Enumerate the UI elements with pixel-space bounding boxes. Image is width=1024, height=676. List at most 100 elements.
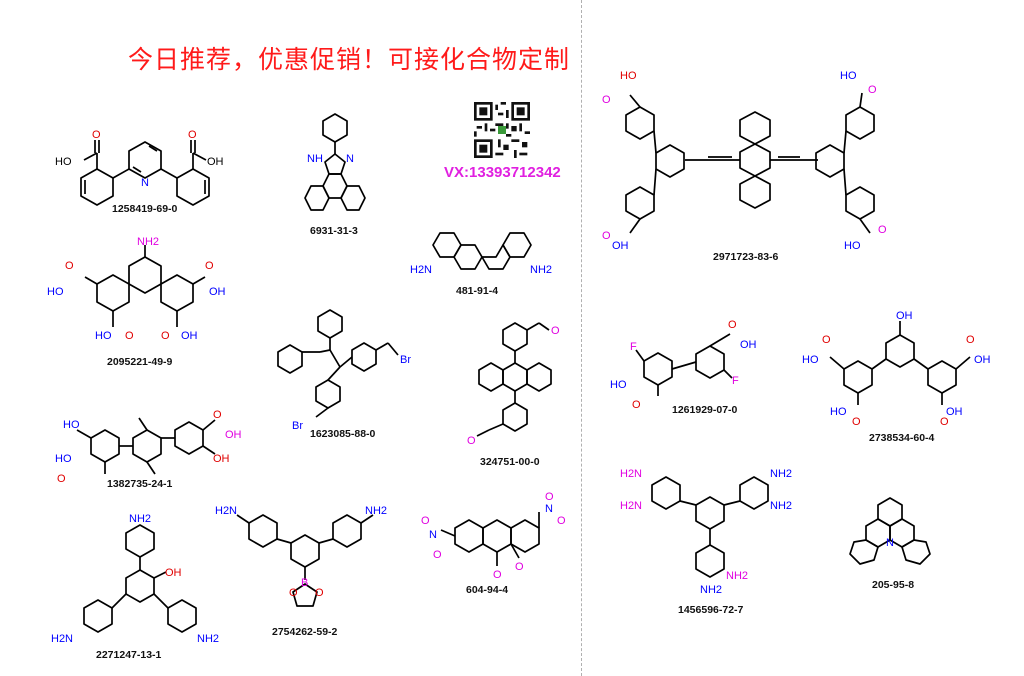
svg-text:O: O (65, 260, 74, 272)
svg-text:O: O (467, 435, 476, 447)
svg-text:Br: Br (400, 354, 411, 366)
svg-text:O: O (493, 569, 502, 581)
molecule-1623085-88-0: Br Br (277, 309, 411, 432)
cas-label: 1456596-72-7 (678, 604, 744, 616)
svg-text:H2N: H2N (410, 264, 432, 276)
cas-label: 1258419-69-0 (112, 203, 178, 215)
svg-text:O: O (515, 561, 524, 573)
molecule-1258419-69-0: O O HO OH N (55, 129, 224, 206)
cas-label: 481-91-4 (456, 285, 499, 297)
svg-text:O: O (632, 399, 641, 411)
qr-code-image (474, 102, 530, 158)
cas-label: 2754262-59-2 (272, 626, 338, 638)
svg-text:O: O (421, 515, 430, 527)
svg-text:H2N: H2N (620, 468, 642, 480)
svg-text:O: O (433, 549, 442, 561)
molecule-2754262-59-2: H2N NH2 B O O (215, 505, 387, 607)
svg-text:O: O (545, 491, 554, 503)
contact-wechat: VX:13393712342 (444, 164, 561, 181)
svg-text:HO: HO (802, 354, 819, 366)
svg-text:OH: OH (974, 354, 991, 366)
svg-text:O: O (289, 587, 298, 599)
svg-text:NH2: NH2 (700, 584, 722, 596)
molecule-324751-00-0: O O (467, 322, 560, 447)
cas-label: 2971723-83-6 (713, 251, 779, 263)
svg-text:HO: HO (620, 70, 637, 82)
molecule-481-91-4: H2N NH2 (410, 232, 552, 276)
svg-text:O: O (557, 515, 566, 527)
svg-text:NH: NH (307, 153, 323, 165)
svg-text:F: F (732, 375, 739, 387)
svg-text:NH2: NH2 (726, 570, 748, 582)
cas-label: 324751-00-0 (480, 456, 540, 468)
svg-text:OH: OH (896, 310, 913, 322)
promo-headline: 今日推荐，优惠促销！可接化合物定制 (128, 45, 571, 74)
svg-text:OH: OH (209, 286, 226, 298)
molecule-6931-31-3: NH N (304, 113, 366, 211)
cas-label: 1382735-24-1 (107, 478, 173, 490)
svg-text:F: F (630, 341, 637, 353)
svg-text:OH: OH (181, 330, 198, 342)
svg-text:O: O (92, 129, 101, 141)
svg-text:H2N: H2N (215, 505, 237, 517)
svg-text:NH2: NH2 (365, 505, 387, 517)
svg-text:O: O (161, 330, 170, 342)
svg-text:O: O (728, 319, 737, 331)
cas-label: 1261929-07-0 (672, 404, 738, 416)
svg-text:HO: HO (610, 379, 627, 391)
svg-text:N: N (545, 503, 553, 515)
svg-text:HO: HO (95, 330, 112, 342)
svg-text:O: O (57, 473, 66, 485)
page-divider (581, 0, 582, 676)
svg-text:NH2: NH2 (770, 468, 792, 480)
molecule-2971723-83-6: HO O HO O O OH O HO (602, 70, 887, 252)
svg-text:NH2: NH2 (129, 513, 151, 525)
molecule-2095221-49-9: NH2 HO O OH O HO O OH O (47, 236, 226, 342)
cas-label: 2271247-13-1 (96, 649, 162, 661)
svg-text:B: B (301, 577, 308, 589)
svg-text:O: O (125, 330, 134, 342)
cas-label: 604-94-4 (466, 584, 509, 596)
svg-text:H2N: H2N (620, 500, 642, 512)
svg-text:OH: OH (165, 567, 182, 579)
svg-text:NH2: NH2 (197, 633, 219, 645)
molecule-2271247-13-1: NH2 OH H2N NH2 (51, 513, 219, 645)
svg-text:Br: Br (292, 420, 303, 432)
svg-text:O: O (940, 416, 949, 428)
svg-text:OH: OH (225, 429, 242, 441)
svg-text:HO: HO (840, 70, 857, 82)
molecule-1456596-72-7: H2N H2N NH2 NH2 NH2 NH2 (620, 468, 792, 596)
svg-text:N: N (346, 153, 354, 165)
svg-text:OH: OH (213, 453, 230, 465)
svg-text:O: O (852, 416, 861, 428)
cas-label: 2095221-49-9 (107, 356, 173, 368)
svg-text:O: O (205, 260, 214, 272)
svg-text:O: O (602, 230, 611, 242)
svg-text:OH: OH (946, 406, 963, 418)
svg-text:OH: OH (740, 339, 757, 351)
svg-text:HO: HO (63, 419, 80, 431)
molecule-205-95-8: N (849, 497, 931, 565)
svg-text:OH: OH (612, 240, 629, 252)
cas-label: 205-95-8 (872, 579, 915, 591)
cas-label: 1623085-88-0 (310, 428, 376, 440)
svg-text:HO: HO (844, 240, 861, 252)
cas-label: 2738534-60-4 (869, 432, 935, 444)
svg-text:NH2: NH2 (530, 264, 552, 276)
svg-text:NH2: NH2 (137, 236, 159, 248)
svg-text:N: N (141, 177, 149, 189)
svg-text:O: O (602, 94, 611, 106)
svg-text:HO: HO (55, 156, 72, 168)
svg-text:O: O (188, 129, 197, 141)
svg-text:O: O (878, 224, 887, 236)
molecule-1261929-07-0: F F HO O O OH (610, 319, 757, 411)
svg-text:HO: HO (830, 406, 847, 418)
svg-text:O: O (822, 334, 831, 346)
svg-text:N: N (429, 529, 437, 541)
svg-text:NH2: NH2 (770, 500, 792, 512)
svg-text:O: O (213, 409, 222, 421)
svg-text:O: O (315, 587, 324, 599)
svg-text:N: N (886, 537, 894, 549)
svg-text:O: O (551, 325, 560, 337)
molecule-1382735-24-1: HO HO O O OH OH (55, 409, 242, 485)
